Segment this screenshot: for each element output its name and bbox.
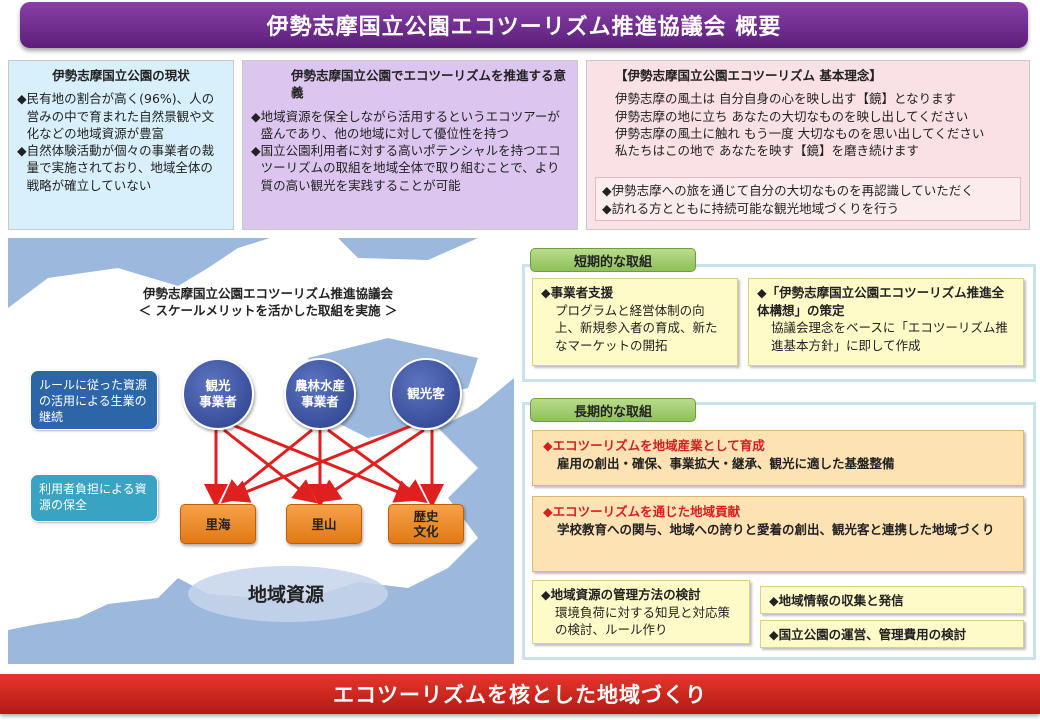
philosophy-line: 伊勢志摩の風土に触れ もう一度 大切なものを思い出してください: [615, 125, 985, 141]
priority-card: ◆エコツーリズムを通じた地域貢献 学校教育への関与、地域への誇りと愛着の創出、観…: [532, 496, 1024, 572]
resource-history-culture: 歴史 文化: [388, 504, 464, 544]
info-card: ◆地域情報の収集と発信: [760, 586, 1024, 614]
resource-satoyama: 里山: [286, 504, 362, 544]
card-body: 雇用の創出・確保、事業拡大・継承、観光に適した基盤整備: [557, 456, 895, 472]
resource-satoumi: 里海: [180, 504, 256, 544]
arrow: [224, 422, 417, 503]
status-item: ◆民有地の割合が高く(96%)、人の営みの中で育まれた自然景観や文化などの地域資…: [17, 90, 225, 142]
card-body: 学校教育への関与、地域への誇りと愛着の創出、観光客と連携した地域づくり: [557, 522, 995, 538]
council-name: 伊勢志摩国立公園エコツーリズム推進協議会: [142, 286, 393, 301]
philosophy-line: 伊勢志摩の地に立ち あなたの大切なものを映し出してください: [615, 108, 969, 124]
card-body: プログラムと経営体制の向上、新規参入者の育成、新たなマーケットの開拓: [555, 302, 718, 353]
meaning-item-text: 国立公園利用者に対する高いポテンシャルを持つエコツーリズムの取組を地域全体で取り…: [260, 143, 561, 193]
page-title: 伊勢志摩国立公園エコツーリズム推進協議会 概要: [20, 2, 1028, 48]
meaning-item-text: 地域資源を保全しながら活用するというエコツアーが盛んであり、他の地域に対して優位…: [260, 108, 560, 141]
ise-shima-map: [8, 238, 514, 630]
status-item-text: 自然体験活動が個々の事業者の裁量で実施されており、地域全体の戦略が確立していない: [26, 143, 215, 193]
long-term-label: 長期的な取組: [530, 398, 696, 422]
card-heading: ◆エコツーリズムを地域産業として育成: [543, 438, 765, 453]
status-item-text: 民有地の割合が高く(96%)、人の営みの中で育まれた自然景観や文化などの地域資源…: [26, 91, 215, 141]
short-term-label: 短期的な取組: [530, 248, 696, 272]
diamond-bullet-icon: ◆: [17, 91, 27, 107]
actor-tourists: 観光客: [390, 358, 462, 430]
basic-philosophy-box: 【伊勢志摩国立公園エコツーリズム 基本理念】 伊勢志摩の風土は 自分自身の心を映…: [586, 60, 1030, 230]
actor-tourism-business: 観光 事業者: [182, 358, 254, 430]
bottom-banner: エコツーリズムを核とした地域づくり: [0, 674, 1040, 714]
park-management-card: ◆国立公園の運営、管理費用の検討: [760, 620, 1024, 648]
management-card: ◆地域資源の管理方法の検討 環境負荷に対する知見と対応策の検討、ルール作り: [532, 580, 750, 644]
short-term-card: ◆「伊勢志摩国立公園エコツーリズム推進全体構想」の策定 協議会理念をベースに「エ…: [748, 278, 1024, 366]
land-shape: [8, 238, 514, 630]
card-heading: ◆国立公園の運営、管理費用の検討: [769, 627, 967, 642]
card-body: 環境負荷に対する知見と対応策の検討、ルール作り: [555, 604, 731, 638]
philosophy-line: 伊勢志摩の風土は 自分自身の心を映し出す【鏡】となります: [615, 91, 957, 107]
meaning-item: ◆地域資源を保全しながら活用するというエコツアーが盛んであり、他の地域に対して優…: [251, 108, 569, 143]
philosophy-goals: ◆伊勢志摩への旅を通じて自分の大切なものを再認識していただく ◆訪れる方とともに…: [595, 177, 1021, 221]
diamond-bullet-icon: ◆: [17, 143, 27, 158]
card-heading: ◆「伊勢志摩国立公園エコツーリズム推進全体構想」の策定: [757, 285, 1005, 318]
relationship-arrows: [204, 422, 444, 508]
meaning-heading: 伊勢志摩国立公園でエコツーリズムを推進する意義: [291, 68, 567, 101]
card-heading: ◆地域資源の管理方法の検討: [541, 587, 701, 602]
actor-primary-industry: 農林水産 事業者: [284, 358, 356, 430]
region-map-panel: 伊勢志摩国立公園エコツーリズム推進協議会 ＜ スケールメリットを活かした取組を実…: [8, 238, 514, 664]
diamond-bullet-icon: ◆: [602, 201, 612, 217]
status-heading: 伊勢志摩国立公園の現状: [52, 68, 190, 83]
significance-box: 伊勢志摩国立公園でエコツーリズムを推進する意義 ◆地域資源を保全しながら活用する…: [242, 60, 578, 230]
regional-resources-label: 地域資源: [248, 584, 325, 606]
current-status-box: 伊勢志摩国立公園の現状 ◆民有地の割合が高く(96%)、人の営みの中で育まれた自…: [8, 60, 234, 230]
meaning-item: ◆国立公園利用者に対する高いポテンシャルを持つエコツーリズムの取組を地域全体で取…: [251, 142, 569, 194]
arrow: [316, 428, 425, 503]
diamond-bullet-icon: ◆: [251, 108, 261, 124]
callout-rule-based-livelihood: ルールに従った資源の活用による生業の継続: [30, 370, 158, 430]
short-term-card: ◆事業者支援 プログラムと経営体制の向上、新規参入者の育成、新たなマーケットの開…: [532, 278, 738, 366]
goal-text: 伊勢志摩への旅を通じて自分の大切なものを再認識していただく: [611, 183, 974, 198]
region-ellipse: [188, 566, 388, 622]
arrow: [223, 428, 318, 504]
goal-item: ◆伊勢志摩への旅を通じて自分の大切なものを再認識していただく: [602, 182, 1014, 200]
diamond-bullet-icon: ◆: [251, 143, 261, 158]
card-heading: ◆地域情報の収集と発信: [769, 593, 904, 608]
priority-card: ◆エコツーリズムを地域産業として育成 雇用の創出・確保、事業拡大・継承、観光に適…: [532, 430, 1024, 486]
status-item: ◆自然体験活動が個々の事業者の裁量で実施されており、地域全体の戦略が確立していな…: [17, 142, 225, 194]
callout-user-cost-conservation: 利用者負担による資源の保全: [30, 474, 158, 522]
card-heading: ◆エコツーリズムを通じた地域貢献: [543, 504, 741, 519]
card-heading: ◆事業者支援: [541, 285, 614, 300]
card-body: 協議会理念をベースに「エコツーリズム推進基本方針」に即して作成: [771, 320, 1008, 353]
philosophy-line: 私たちはこの地で あなたを映す【鏡】を磨き続けます: [615, 143, 919, 158]
goal-item: ◆訪れる方とともに持続可能な観光地域づくりを行う: [602, 200, 1014, 218]
philosophy-heading: 【伊勢志摩国立公園エコツーリズム 基本理念】: [615, 68, 882, 83]
council-subtitle: ＜ スケールメリットを活かした取組を実施 ＞: [138, 302, 398, 318]
goal-text: 訪れる方とともに持続可能な観光地域づくりを行う: [611, 201, 900, 217]
council-title: 伊勢志摩国立公園エコツーリズム推進協議会 ＜ スケールメリットを活かした取組を実…: [48, 286, 488, 320]
diamond-bullet-icon: ◆: [602, 183, 612, 198]
